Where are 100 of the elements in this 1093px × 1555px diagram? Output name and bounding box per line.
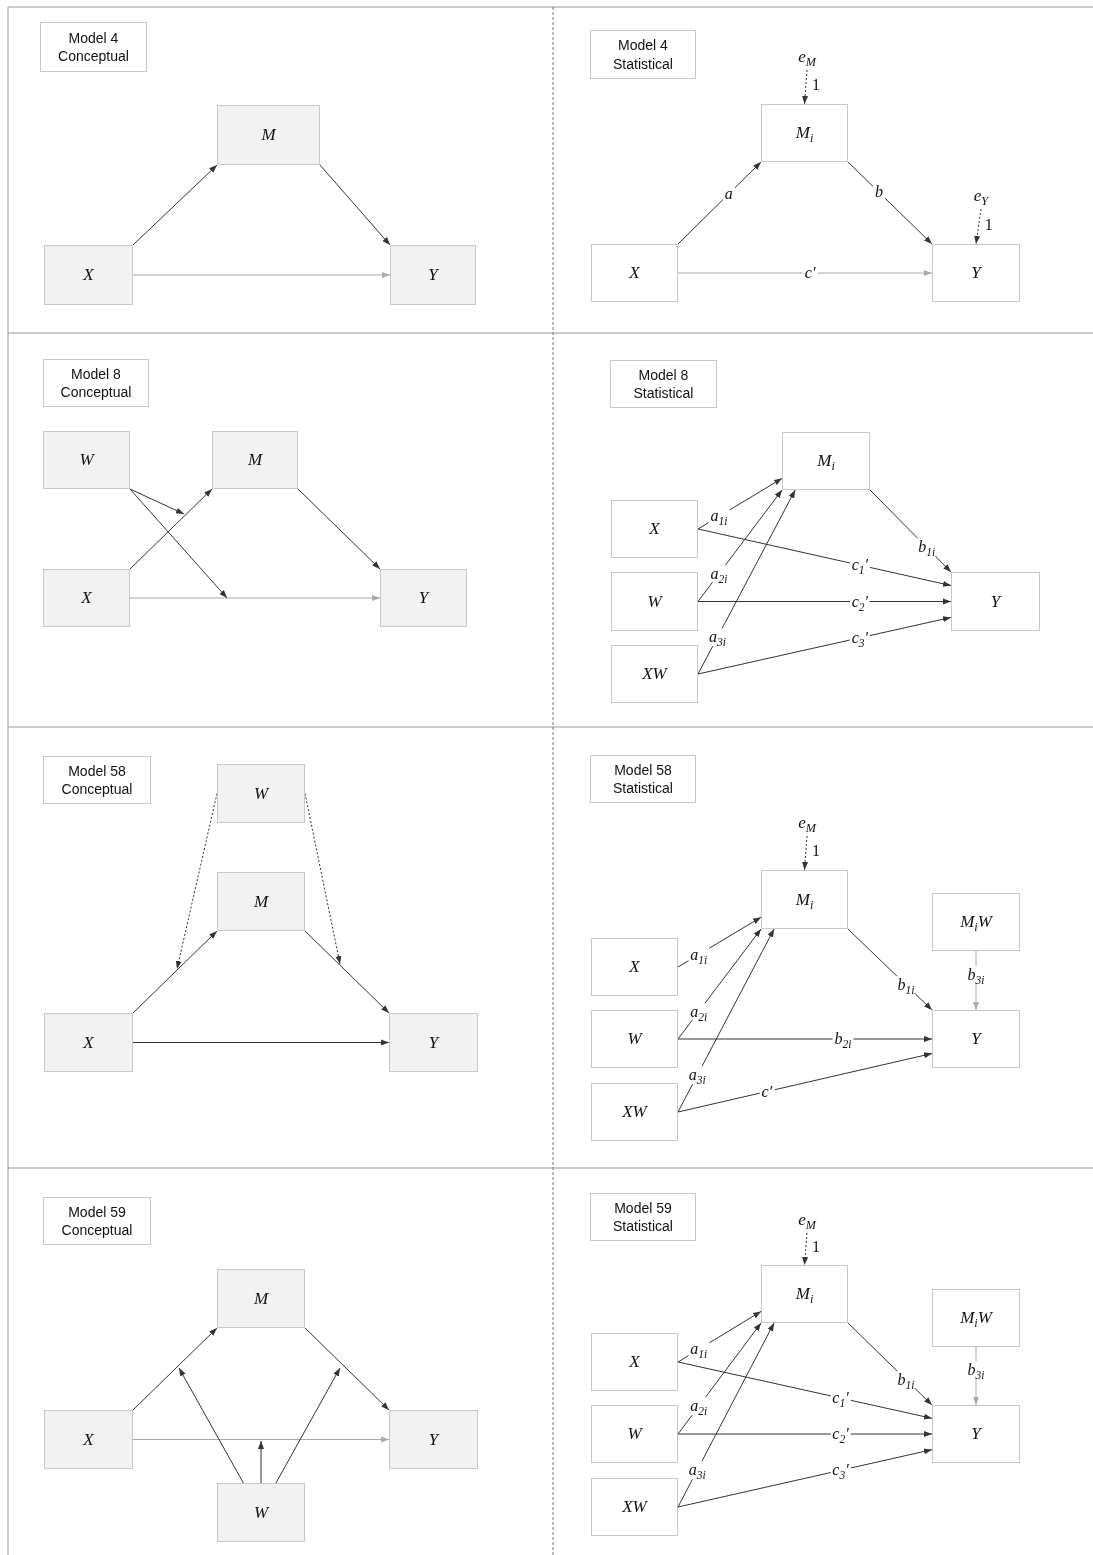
- arrow: [297, 488, 381, 570]
- arrow: [802, 69, 809, 105]
- edge-label: b$_{3i}$: [965, 1361, 987, 1379]
- variable-box: M$_{i}$: [761, 104, 848, 162]
- arrow: [304, 1327, 390, 1411]
- edge-label: a$_{3i}$: [706, 628, 728, 646]
- arrow: [677, 1322, 775, 1508]
- arrow: [677, 1036, 933, 1042]
- edge-label: c$_{3}$′: [849, 629, 871, 647]
- variable-box: M: [217, 1269, 305, 1328]
- edge-label: a$_{2i}$: [688, 1002, 710, 1021]
- edge-label: a$_{1i}$: [708, 507, 730, 526]
- arrow: [129, 488, 228, 599]
- variable-box: W: [611, 572, 698, 631]
- error-term-label: e$_{M}$: [792, 1207, 822, 1233]
- variable-box: Y: [951, 572, 1040, 631]
- variable-box: Y: [932, 244, 1020, 302]
- variable-box: X: [591, 938, 678, 996]
- edge-label: b$_{1i}$: [895, 1370, 917, 1389]
- variable-box: XW: [591, 1478, 678, 1536]
- arrow: [973, 950, 979, 1011]
- panel-title-box: Model 59 Statistical: [590, 1193, 696, 1241]
- arrow: [697, 489, 783, 602]
- arrow: [847, 928, 933, 1011]
- arrow: [677, 1431, 933, 1437]
- edge-label: 1: [810, 1238, 821, 1257]
- edge-label: 1: [810, 842, 821, 861]
- arrow: [129, 488, 213, 570]
- edge-label: a$_{2i}$: [688, 1397, 710, 1416]
- edge-label: 1: [810, 76, 821, 95]
- arrow: [132, 1039, 390, 1046]
- arrow: [677, 270, 933, 276]
- panel-title-box: Model 59 Conceptual: [43, 1197, 151, 1245]
- arrow: [129, 595, 381, 601]
- variable-box: Y: [390, 245, 476, 305]
- variable-box: X: [44, 245, 133, 305]
- arrow: [697, 616, 952, 675]
- error-term-label: e$_{M}$: [792, 810, 822, 836]
- arrow: [697, 528, 952, 587]
- variable-box: Y: [389, 1410, 478, 1469]
- edge-label: c$_{2}$′: [830, 1425, 851, 1443]
- arrow: [802, 835, 809, 871]
- variable-box: W: [43, 431, 130, 489]
- panel-title-box: Model 4 Statistical: [590, 30, 696, 79]
- variable-box: X: [44, 1013, 133, 1072]
- arrow: [847, 1322, 933, 1406]
- edge-label: a$_{1i}$: [688, 1340, 710, 1359]
- variable-box: X: [43, 569, 130, 627]
- error-term-label: e$_{M}$: [792, 44, 822, 70]
- arrow: [304, 930, 390, 1014]
- variable-box: M: [212, 431, 298, 489]
- edge-label: b$_{1i}$: [895, 976, 917, 994]
- arrow: [697, 598, 952, 605]
- arrow: [677, 1448, 933, 1508]
- arrow: [677, 928, 775, 1113]
- arrow: [677, 1310, 762, 1363]
- arrow: [132, 164, 218, 246]
- edge-label: b$_{2i}$: [832, 1030, 854, 1048]
- variable-box: M: [217, 872, 305, 931]
- variable-box: Y: [389, 1013, 478, 1072]
- variable-box: X: [591, 244, 678, 302]
- variable-box: Y: [932, 1405, 1020, 1463]
- variable-box: M$_{i}$: [782, 432, 870, 490]
- edge-label: a$_{1i}$: [688, 945, 710, 964]
- variable-box: M$_{i}$W: [932, 1289, 1020, 1347]
- edge-label: a$_{3i}$: [686, 1461, 708, 1479]
- variable-box: X: [591, 1333, 678, 1391]
- edge-label: c$_{1}$′: [849, 556, 871, 574]
- variable-box: M$_{i}$W: [932, 893, 1020, 951]
- variable-box: M$_{i}$: [761, 1265, 848, 1323]
- arrow: [132, 1327, 218, 1411]
- variable-box: XW: [591, 1083, 678, 1141]
- variable-box: M$_{i}$: [761, 870, 848, 929]
- edge-label: b$_{3i}$: [965, 965, 987, 984]
- arrow: [319, 164, 391, 246]
- variable-box: Y: [932, 1010, 1020, 1068]
- variable-box: XW: [611, 645, 698, 703]
- edge-label: c$_{1}$′: [830, 1389, 851, 1407]
- variable-box: M: [217, 105, 320, 165]
- arrow: [132, 272, 391, 278]
- arrow: [178, 1367, 244, 1484]
- arrow: [697, 489, 796, 675]
- arrow: [677, 916, 762, 968]
- error-term-label: e$_{Y}$: [966, 183, 996, 209]
- arrow: [973, 1346, 979, 1406]
- panel-title-box: Model 58 Statistical: [590, 755, 696, 803]
- edge-label: c$_{3}$′: [830, 1461, 851, 1480]
- panel-title-box: Model 58 Conceptual: [43, 756, 151, 804]
- arrow: [132, 930, 218, 1014]
- arrow: [129, 488, 185, 515]
- variable-box: W: [591, 1010, 678, 1068]
- edge-label: 1: [983, 215, 994, 234]
- arrow: [677, 161, 762, 245]
- arrow: [697, 477, 783, 530]
- variable-box: W: [217, 1483, 305, 1542]
- arrow: [677, 1322, 762, 1435]
- variable-box: Y: [380, 569, 467, 627]
- edge-label: b$_{1i}$: [916, 538, 938, 557]
- variable-box: X: [44, 1410, 133, 1469]
- edge-label: a: [722, 185, 735, 203]
